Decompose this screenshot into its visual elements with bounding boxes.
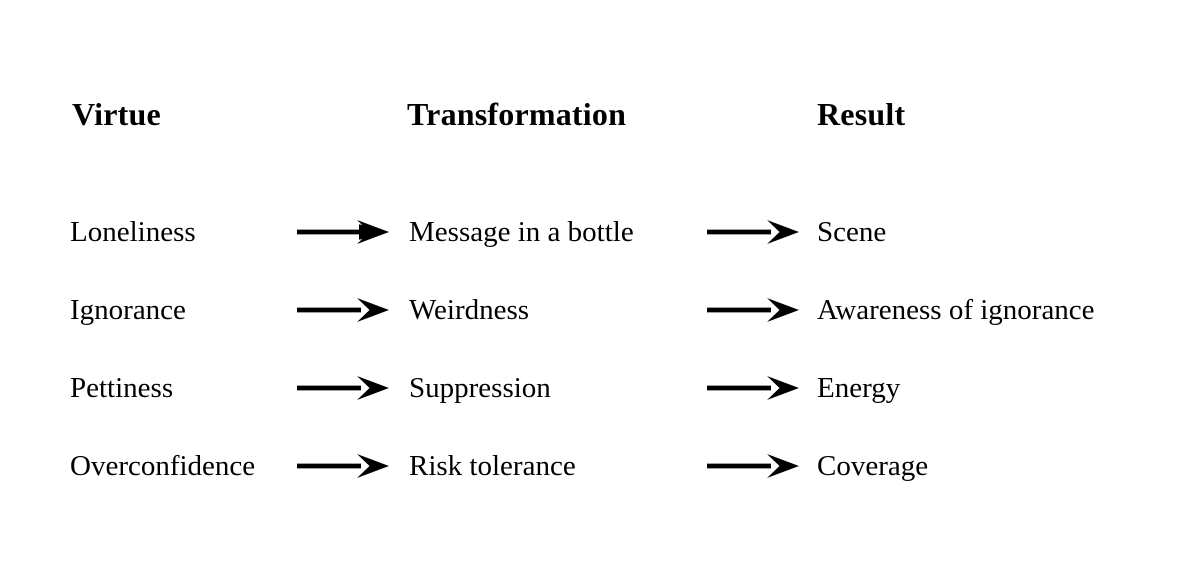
- virtue-label: Pettiness: [70, 372, 174, 404]
- result-label: Scene: [817, 216, 887, 248]
- transformation-label: Weirdness: [409, 294, 530, 326]
- arrow-right-icon: [297, 218, 389, 246]
- arrow-right-icon: [297, 296, 389, 324]
- arrow-right-icon: [707, 452, 799, 480]
- virtue-label: Overconfidence: [70, 450, 256, 482]
- diagram-row: Pettiness Suppression Energy: [0, 365, 1200, 411]
- column-header-result: Result: [817, 96, 906, 132]
- transformation-label: Suppression: [409, 372, 551, 404]
- transformation-label: Risk tolerance: [409, 450, 576, 482]
- result-label: Coverage: [817, 450, 929, 482]
- result-label: Awareness of ignorance: [817, 294, 1095, 326]
- diagram-row: Overconfidence Risk tolerance Coverage: [0, 443, 1200, 489]
- arrow-right-icon: [297, 374, 389, 402]
- arrow-right-icon: [707, 296, 799, 324]
- virtue-label: Ignorance: [70, 294, 186, 326]
- column-header-transformation: Transformation: [407, 96, 627, 132]
- diagram-row: Ignorance Weirdness Awareness of ignoran…: [0, 287, 1200, 333]
- column-header-row: Virtue Transformation Result: [0, 92, 1200, 140]
- arrow-right-icon: [707, 218, 799, 246]
- arrow-right-icon: [707, 374, 799, 402]
- virtue-label: Loneliness: [70, 216, 196, 248]
- result-label: Energy: [817, 372, 901, 404]
- diagram-row: Loneliness Message in a bottle Scene: [0, 209, 1200, 255]
- arrow-right-icon: [297, 452, 389, 480]
- column-header-virtue: Virtue: [72, 96, 161, 132]
- transformation-label: Message in a bottle: [409, 216, 634, 248]
